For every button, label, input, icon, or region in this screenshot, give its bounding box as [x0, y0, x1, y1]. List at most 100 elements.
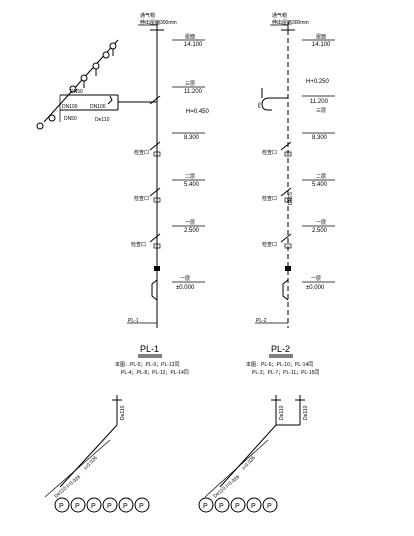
riser-pl1-level-1: 三层 11.200 [172, 81, 205, 95]
drain-bubble [54, 497, 70, 513]
riser-pl2: 通气帽 伸出屋面300mm 屋面 14.100 H+0.250 11.200 三… [246, 12, 335, 376]
drain-bubble [246, 497, 262, 513]
inspection-port-note: 检查口 [134, 195, 149, 202]
riser-pl2-note-1: 本图：PL-6；PL-10；PL-14同 [246, 361, 313, 368]
fixture-icon [92, 62, 100, 70]
riser-pl2-level-2: 11.200 三层 [302, 95, 335, 114]
svg-text:一层: 一层 [185, 220, 195, 226]
riser-pl1-bottom-label: PL-1 [128, 318, 139, 324]
inspection-port-note: 检查口 [134, 149, 149, 156]
riser-pl1-note-2: PL-4；PL-8；PL-12；PL-14同 [121, 370, 189, 376]
elevation-label: H+0.250 [306, 79, 330, 85]
riser-pl1: 通气帽 伸出屋面300mm 屋面 14.100 三层 11.200 H=0.45… [36, 12, 210, 376]
elevation-label: 8.300 [184, 135, 200, 141]
elevation-label: ±0.000 [306, 285, 325, 291]
riser-pl1-title: PL-1 [140, 344, 159, 354]
drain-bubble [118, 497, 134, 513]
svg-text:三层: 三层 [316, 108, 326, 114]
riser-pl2-level-4: 二层 5.400 [302, 174, 335, 188]
elevation-label: 11.200 [184, 89, 203, 95]
riser-pl2-title: PL-2 [271, 344, 290, 354]
outfall-right: De110 De110 i=0.026 De110 i=0.026 P P P … [198, 395, 309, 513]
riser-pl1-branch: DN50 DN100 DN100 DN50 De110 [36, 39, 157, 130]
drain-bubble [102, 497, 118, 513]
pipe-size-label: DN100 [90, 104, 106, 110]
elevation-label: ±0.000 [176, 285, 195, 291]
riser-pl1-top-note: 通气帽 [140, 12, 155, 19]
fixture-icon [109, 42, 117, 50]
elevation-label: 11.200 [310, 99, 329, 105]
drain-bubble [230, 497, 246, 513]
riser-pl2-top-note: 通气帽 [272, 12, 287, 19]
svg-text:屋面: 屋面 [185, 34, 195, 40]
pipe-size-label: De110 [279, 405, 285, 420]
pipe-size-label: DN50 [64, 116, 77, 122]
svg-text:P: P [91, 503, 96, 510]
svg-text:P: P [75, 503, 80, 510]
riser-pl1-level-4: 二层 5.400 [172, 174, 205, 188]
svg-text:P: P [59, 503, 64, 510]
fixture-icon [102, 51, 110, 59]
fixture-icon [48, 114, 56, 122]
elevation-label: 2.500 [312, 228, 328, 234]
svg-text:P: P [139, 503, 144, 510]
svg-text:P: P [123, 503, 128, 510]
elevation-label: 14.100 [312, 42, 331, 48]
elevation-label: 14.100 [184, 42, 203, 48]
inspection-port-note: 检查口 [262, 241, 277, 248]
inspection-port-note: 检查口 [131, 241, 146, 248]
outfall-left-bubbles: P P P P P P [54, 497, 150, 513]
fixture-icon [69, 85, 77, 93]
riser-pl2-level-0: 屋面 14.100 [302, 34, 335, 48]
riser-pl1-top-note2: 伸出屋面300mm [140, 19, 177, 26]
svg-text:P: P [251, 503, 256, 510]
elevation-label: 8.300 [312, 135, 328, 141]
pipe-size-label: De110 [303, 405, 309, 420]
riser-pl1-level-0: 屋面 14.100 [172, 34, 205, 48]
outfall-right-bubbles: P P P P P [198, 497, 278, 513]
riser-pl1-level-5: 一层 2.500 [172, 220, 205, 234]
drain-bubble [86, 497, 102, 513]
drain-bubble [214, 497, 230, 513]
svg-text:P: P [203, 503, 208, 510]
riser-pl2-bottom-label: PL-2 [256, 318, 267, 324]
elevation-label: 2.500 [184, 228, 200, 234]
inspection-port-note: 检查口 [262, 195, 277, 202]
riser-pl1-level-2: H=0.450 [186, 109, 210, 115]
svg-text:一层: 一层 [311, 276, 321, 282]
riser-pl1-level-3: 8.300 [172, 132, 205, 141]
svg-text:二层: 二层 [316, 174, 326, 180]
outfall-left: De110 i=0.026 De110 i=0.026 P P P P P P [44, 395, 150, 513]
riser-pl2-level-5: 一层 2.500 [302, 220, 335, 234]
riser-pl2-level-3: 8.300 [302, 132, 335, 141]
elevation-label: 5.400 [312, 182, 328, 188]
pipe-size-label: DN100 [62, 104, 78, 110]
elevation-label: H=0.450 [186, 109, 210, 115]
elevation-label: 5.400 [184, 182, 200, 188]
svg-text:P: P [235, 503, 240, 510]
svg-text:P: P [219, 503, 224, 510]
fixture-icon [36, 122, 44, 130]
svg-text:二层: 二层 [185, 174, 195, 180]
riser-pl2-top-note2: 伸出屋面300mm [272, 19, 309, 26]
riser-pl2-note-2: PL-3；PL-7；PL-11；PL-15同 [252, 370, 319, 376]
riser-pl2-level-1: H+0.250 [306, 79, 330, 85]
pipe-size-label: De110 [120, 405, 126, 420]
slope-label: i=0.026 [83, 455, 99, 471]
riser-pl1-note-1: 本图：PL-5；PL-9；PL-13同 [115, 361, 179, 368]
pipe-size-label: De110 [95, 117, 110, 123]
riser-pl2-level-6: 一层 ±0.000 [302, 276, 335, 291]
svg-text:三层: 三层 [185, 81, 195, 87]
pipe-size-label: DN75 [288, 192, 294, 205]
fixture-icon [80, 74, 88, 82]
svg-text:一层: 一层 [316, 220, 326, 226]
drain-bubble [198, 497, 214, 513]
drain-bubble [70, 497, 86, 513]
riser-pl1-level-6: 一层 ±0.000 [172, 276, 205, 291]
svg-text:屋面: 屋面 [316, 34, 326, 40]
pipe-size-label: DN50 [70, 89, 83, 95]
trap-symbol: ℓ [257, 101, 261, 110]
svg-text:一层: 一层 [180, 276, 190, 282]
drain-bubble [262, 497, 278, 513]
